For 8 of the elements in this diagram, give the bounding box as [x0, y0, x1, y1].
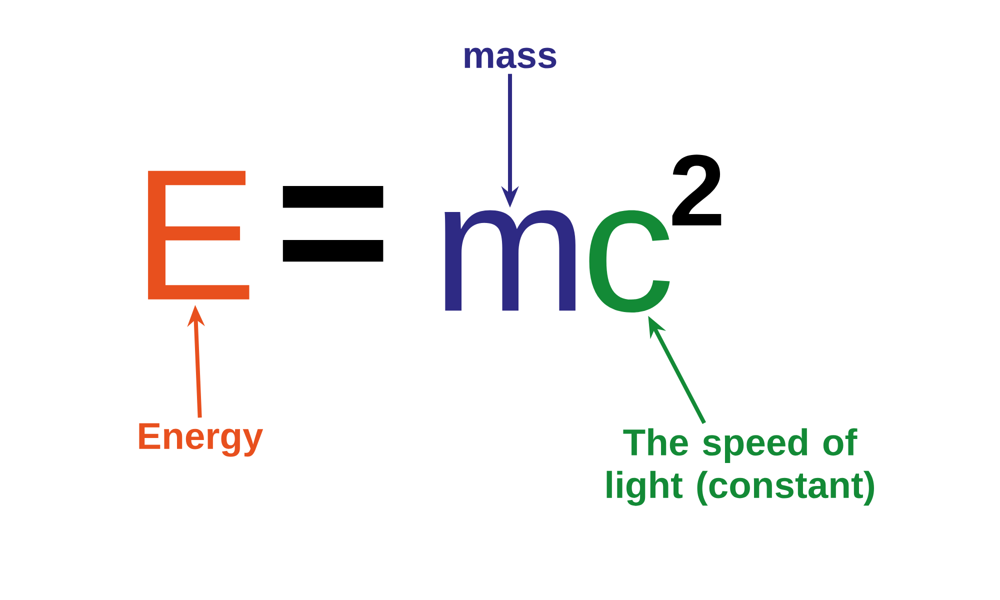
exponent: 2	[672, 154, 722, 226]
formula-letter: m	[444, 210, 576, 311]
formula-letter: E	[148, 170, 250, 300]
annotation-label: Energy	[139, 423, 264, 457]
equals-sign: =	[282, 186, 384, 262]
annotation-label: The speed of light (constant)	[606, 428, 874, 506]
formula-letter: c	[589, 210, 670, 312]
annotation-label: mass	[464, 48, 556, 68]
